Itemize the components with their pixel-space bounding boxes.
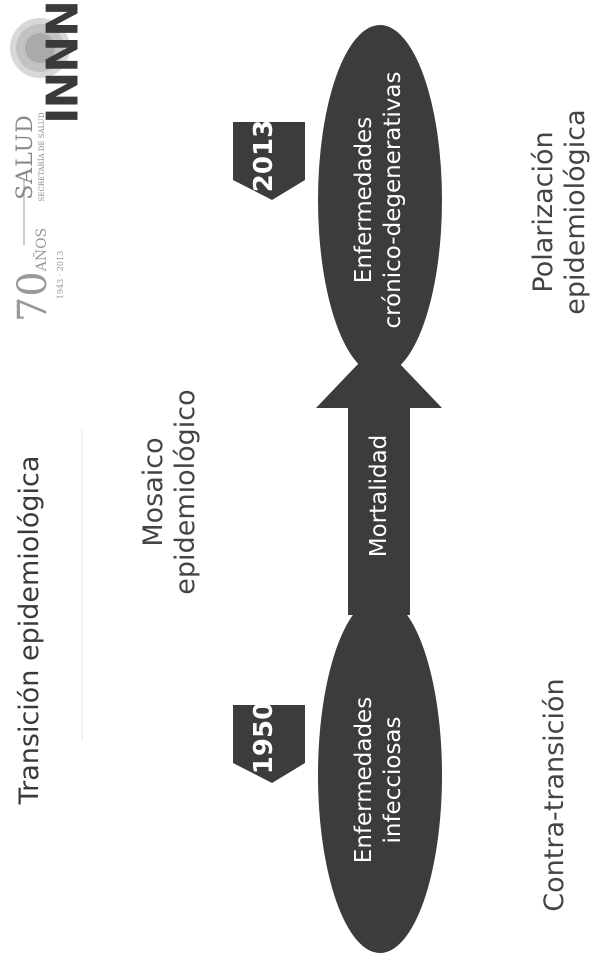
node-end-line-2: crónico-degenerativas xyxy=(379,71,406,329)
salud-label: SALUD xyxy=(13,114,38,200)
node-end-oval xyxy=(318,25,442,375)
node-end-label: Enfermedades crónico-degenerativas xyxy=(350,50,410,350)
node-start-oval xyxy=(318,597,442,953)
innn-label: INNN xyxy=(37,1,89,124)
mosaico-heading: Mosaico epidemiológico xyxy=(138,372,222,612)
seal-icon xyxy=(10,18,70,78)
polarizacion-line-1: Polarización xyxy=(528,131,559,293)
anniversary-logo: 70AÑOS 1943 · 2013 xyxy=(10,225,70,325)
year-end-tag xyxy=(233,122,305,200)
mosaico-line-1: Mosaico xyxy=(138,437,169,547)
node-start-line-2: infecciosas xyxy=(379,716,406,844)
node-end-line-1: Enfermedades xyxy=(351,116,377,284)
node-start-label: Enfermedades infecciosas xyxy=(350,670,410,890)
polarizacion-heading: Polarización epidemiológica xyxy=(528,82,601,342)
page-title: Transición epidemiológica xyxy=(14,455,45,805)
node-start-line-1: Enfermedades xyxy=(351,696,377,864)
year-end-label: 2013 xyxy=(249,119,279,193)
contra-heading: Contra-transición xyxy=(539,678,570,912)
mosaico-line-2: epidemiológico xyxy=(170,389,202,595)
innn-logo: INNN xyxy=(38,0,93,143)
year-start-tag xyxy=(233,705,305,783)
anniversary-years: 1943 · 2013 xyxy=(56,250,65,300)
polarizacion-line-2: epidemiológica xyxy=(560,109,592,315)
mortalidad-arrow xyxy=(316,342,442,615)
anniversary-word: AÑOS xyxy=(34,227,50,272)
arrow-label: Mortalidad xyxy=(366,434,392,558)
anniversary-number: 70 xyxy=(10,271,56,323)
year-start-label: 1950 xyxy=(249,701,279,775)
